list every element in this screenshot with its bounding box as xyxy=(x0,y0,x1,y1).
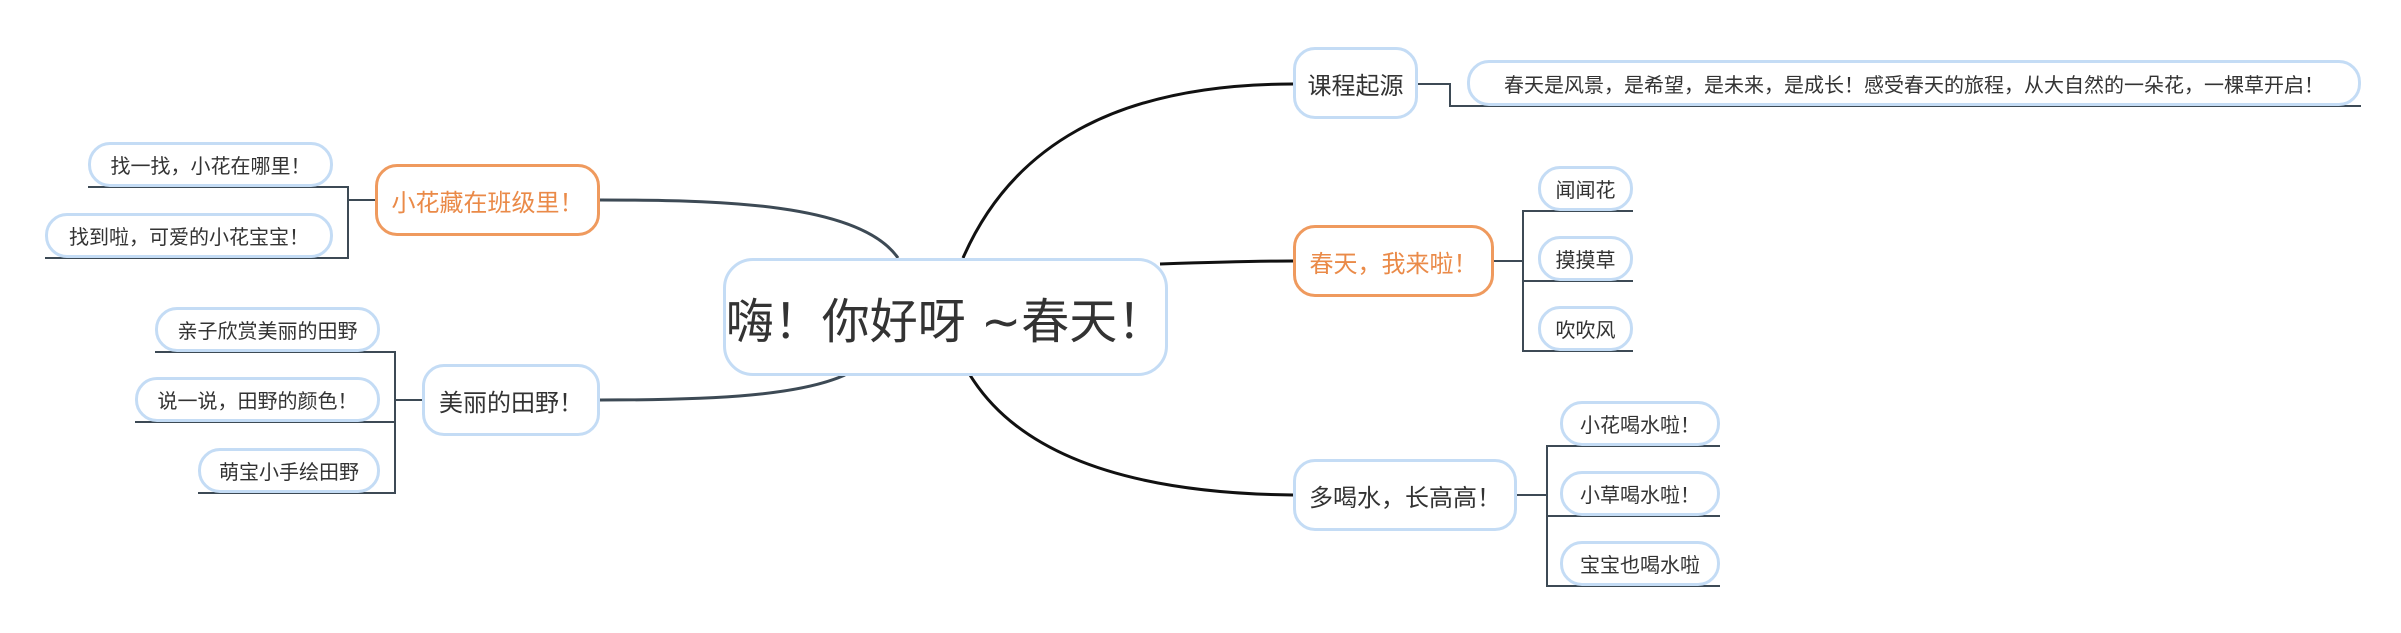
subtopic-feel-wind[interactable]: 吹吹风 xyxy=(1538,306,1633,351)
connector-origin xyxy=(961,82,1294,259)
topic-hidden-flower[interactable]: 小花藏在班级里！ xyxy=(375,164,600,236)
subtopic-baby-drinks[interactable]: 宝宝也喝水啦 xyxy=(1560,541,1720,586)
subtopic-smell-flowers[interactable]: 闻闻花 xyxy=(1538,166,1633,211)
subtopic-grass-drinks[interactable]: 小草喝水啦！ xyxy=(1560,471,1720,516)
subtopic-found-flower[interactable]: 找到啦，可爱的小花宝宝！ xyxy=(45,213,333,258)
subtopic-flower-drinks[interactable]: 小花喝水啦！ xyxy=(1560,401,1720,446)
connector-field xyxy=(599,373,846,402)
topic-spring-here[interactable]: 春天，我来啦！ xyxy=(1293,225,1494,297)
subtopic-draw-field[interactable]: 萌宝小手绘田野 xyxy=(198,448,380,493)
subtopic-touch-grass[interactable]: 摸摸草 xyxy=(1538,236,1633,281)
connector-flower xyxy=(599,198,900,259)
topic-beautiful-field[interactable]: 美丽的田野！ xyxy=(422,364,600,436)
root-topic[interactable]: 嗨！你好呀 ~春天！ xyxy=(723,258,1168,376)
subtopic-find-flower[interactable]: 找一找，小花在哪里！ xyxy=(88,142,333,187)
subtopic-appreciate-field[interactable]: 亲子欣赏美丽的田野 xyxy=(155,307,380,352)
subtopic-origin-description[interactable]: 春天是风景，是希望，是未来，是成长！感受春天的旅程，从大自然的一朵花，一棵草开启… xyxy=(1467,60,2361,106)
topic-drink-water[interactable]: 多喝水，长高高！ xyxy=(1293,459,1517,531)
subtopic-field-colors[interactable]: 说一说，田野的颜色！ xyxy=(135,377,380,422)
connector-spring xyxy=(1159,259,1294,266)
connector-water xyxy=(968,374,1294,497)
topic-course-origin[interactable]: 课程起源 xyxy=(1293,47,1418,119)
